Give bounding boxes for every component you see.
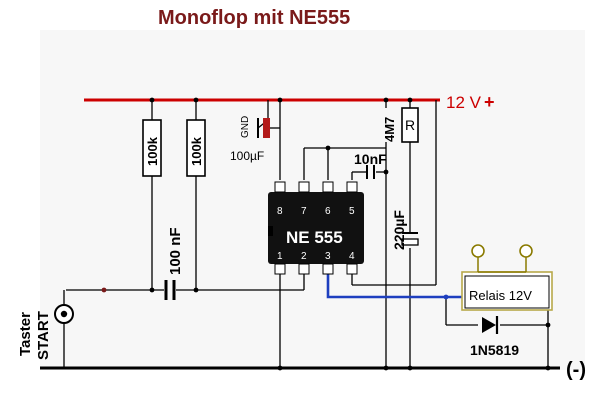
pin-1-label: 1	[277, 251, 283, 262]
capacitor-timing: 220µF	[391, 210, 419, 250]
resistor-r3: 4M7	[382, 117, 397, 142]
pin-7-label: 7	[301, 206, 307, 217]
start-button: Taster START	[17, 290, 74, 368]
junctions	[101, 97, 551, 371]
button-label-start: START	[35, 311, 52, 360]
resistor-r-symbol: R	[401, 107, 419, 143]
resistor-r2: 100k	[186, 119, 206, 177]
capacitor-input: 100 nF	[164, 227, 184, 300]
capacitor-input-label: 100 nF	[167, 227, 184, 275]
relay-contact-right-icon	[519, 244, 533, 258]
resistor-r-symbol-label: R	[405, 117, 415, 133]
supply-plus-icon: +	[484, 92, 495, 112]
diode: 1N5819	[470, 316, 519, 358]
capacitor-control-label: 10nF	[354, 151, 387, 167]
pin-3-label: 3	[325, 251, 331, 262]
pin-2-label: 2	[301, 251, 307, 262]
diode-label: 1N5819	[470, 342, 519, 358]
page-title: Monoflop mit NE555	[158, 7, 350, 29]
ne555-chip: 8 7 6 5 1 2 3 4 NE 555	[268, 181, 364, 275]
pin-8-label: 8	[277, 206, 283, 217]
pin-5-label: 5	[349, 206, 355, 217]
capacitor-supply-gnd-label: GND	[240, 116, 251, 138]
supply-label: 12 V	[446, 93, 482, 112]
resistor-r3-label: 4M7	[382, 117, 397, 142]
relay-label: Relais 12V	[469, 288, 532, 303]
capacitor-supply: GND 100µF	[230, 116, 280, 163]
button-label-taster: Taster	[17, 312, 34, 356]
resistor-r1: 100k	[142, 119, 162, 177]
wires	[66, 100, 549, 368]
pin-4-label: 4	[349, 251, 355, 262]
ground-label: (-)	[566, 359, 586, 381]
resistor-r1-label: 100k	[145, 136, 160, 166]
pin-6-label: 6	[325, 206, 331, 217]
ic-name-label: NE 555	[286, 228, 343, 247]
capacitor-control: 10nF	[354, 151, 387, 179]
relay-contact-left-icon	[471, 244, 485, 258]
resistor-r2-label: 100k	[189, 136, 204, 166]
output-wire	[326, 272, 462, 299]
relay: Relais 12V	[461, 244, 553, 311]
capacitor-supply-label: 100µF	[230, 149, 264, 163]
capacitor-timing-label: 220µF	[391, 210, 407, 250]
